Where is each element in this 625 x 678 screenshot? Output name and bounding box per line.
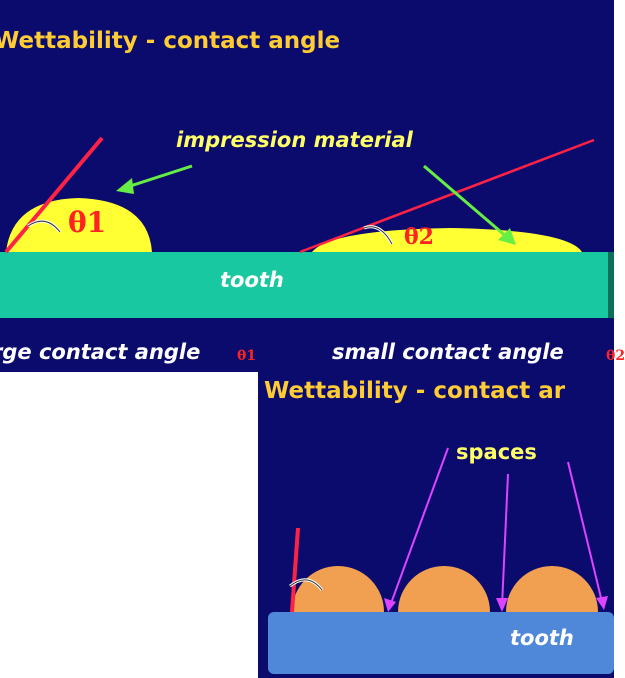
angle-arc-large-outline xyxy=(27,220,61,233)
arrowhead-space-2 xyxy=(496,598,508,612)
drop-bubble-3 xyxy=(506,566,598,612)
contact-line-bottom xyxy=(290,527,300,613)
angle-arc-bottom-outline xyxy=(289,579,323,591)
spaces-label: spaces xyxy=(456,440,537,464)
drop-bubble-2 xyxy=(398,566,490,612)
drop-small-angle xyxy=(312,228,582,252)
arrowhead-large-drop xyxy=(116,178,134,194)
arrow-space-3 xyxy=(567,461,603,603)
tooth-label-bottom: tooth xyxy=(510,626,574,650)
arrow-to-large-drop xyxy=(123,164,193,190)
tooth-label-top: tooth xyxy=(220,268,284,292)
tooth-surface-top xyxy=(0,252,614,318)
top-title: Wettability - contact angle xyxy=(0,28,341,54)
large-angle-theta-symbol: θ1 xyxy=(237,348,257,364)
drop-bubble-1 xyxy=(292,566,384,612)
top-diagram-graphics xyxy=(0,136,614,318)
arrow-to-small-drop xyxy=(423,164,509,240)
impression-material-label: impression material xyxy=(176,128,413,152)
angle-arc-small-outline xyxy=(363,226,393,245)
theta1-label: θ1 xyxy=(68,206,107,239)
arrowhead-space-3 xyxy=(596,596,608,610)
top-diagram-panel: Wettability - contact angle impression m… xyxy=(0,0,625,372)
small-angle-theta-symbol: θ2 xyxy=(606,348,625,364)
arrowhead-space-1 xyxy=(384,598,396,612)
arrowhead-small-drop xyxy=(498,228,516,245)
arrow-space-2 xyxy=(501,473,509,607)
contact-line-small xyxy=(299,138,595,254)
small-contact-angle-caption: small contact angle xyxy=(332,340,564,364)
arrow-space-1 xyxy=(389,447,449,607)
bottom-diagram-graphics xyxy=(268,447,614,674)
tooth-surface-bottom xyxy=(268,612,614,674)
bottom-title: Wettability - contact ar xyxy=(264,378,566,404)
bottom-diagram-panel: Wettability - contact ar spaces tooth xyxy=(258,372,614,678)
tooth-right-edge xyxy=(608,252,614,318)
theta2-label: θ2 xyxy=(404,224,434,250)
contact-line-large xyxy=(4,136,104,254)
large-contact-angle-caption: rge contact angle xyxy=(0,340,201,364)
